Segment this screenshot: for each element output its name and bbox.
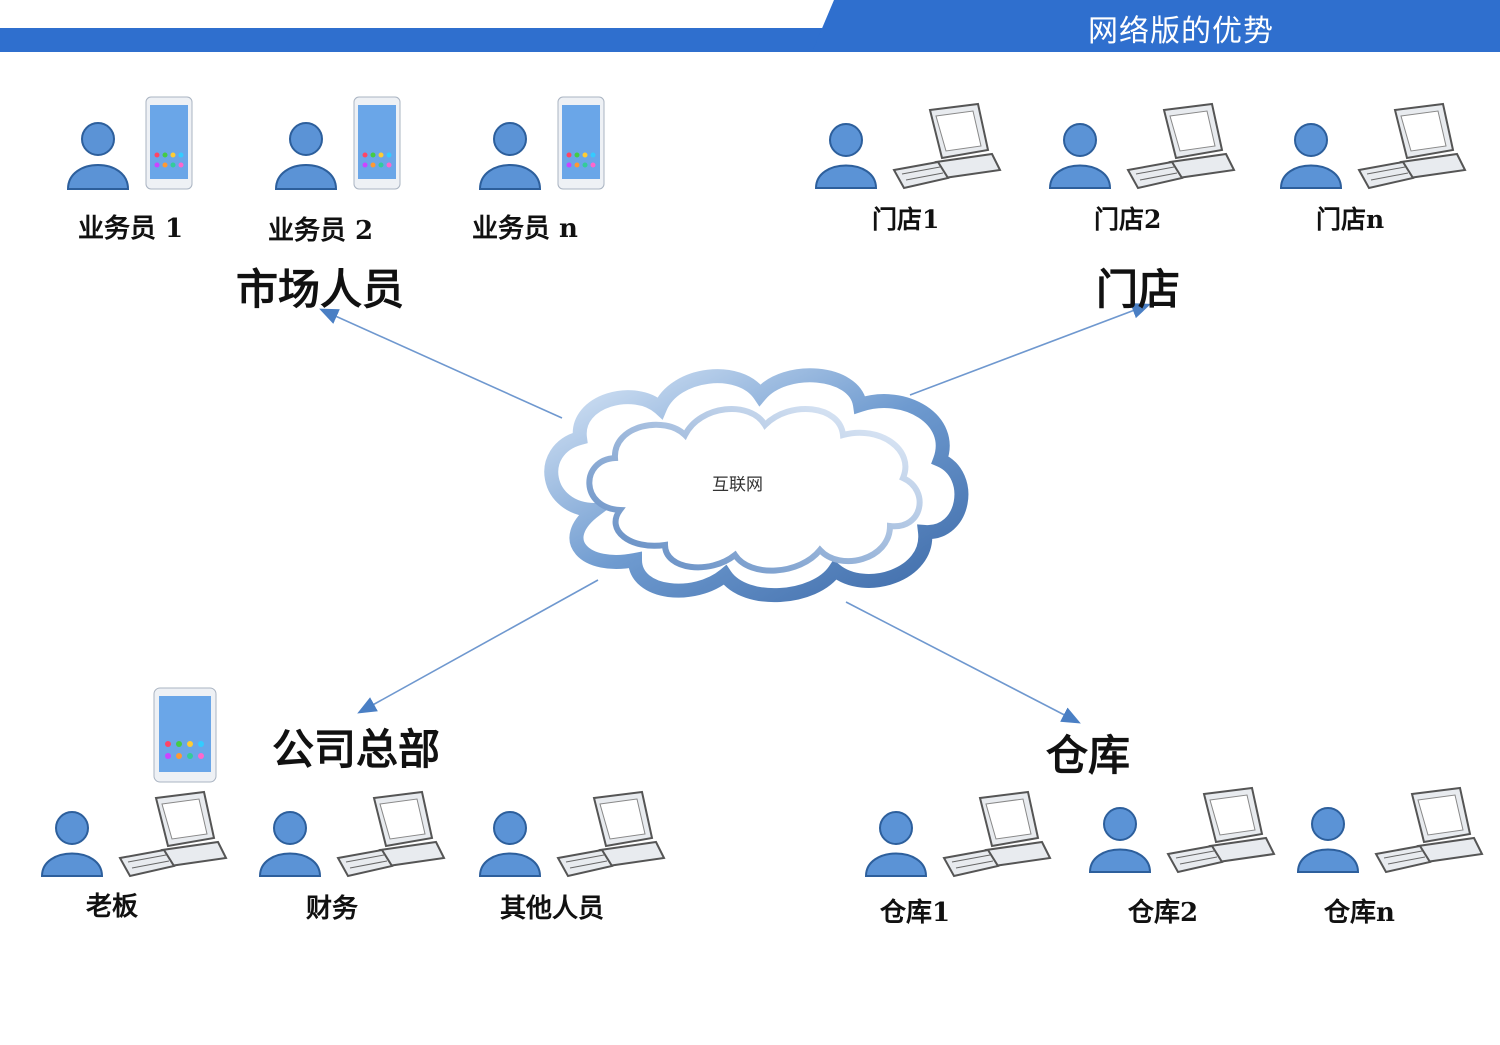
warehouse-n-label: 仓库n	[1324, 898, 1395, 928]
salesperson-1-label: 业务员 1	[78, 214, 184, 244]
arrow-to-hq	[357, 579, 599, 714]
hq-computer-node	[40, 790, 228, 878]
internet-cloud-icon	[544, 368, 969, 602]
desktop-computer-icon	[1374, 786, 1484, 874]
store-n-label: 门店n	[1316, 205, 1385, 234]
salesperson-2-label: 业务员 2	[268, 216, 374, 246]
hq-computer-node	[258, 790, 446, 878]
user-icon	[478, 122, 542, 190]
desktop-computer-icon	[118, 790, 228, 878]
desktop-computer-icon	[556, 790, 666, 878]
hq-computer-node	[478, 790, 666, 878]
salesperson-phone-node	[66, 96, 193, 190]
arrow-to-stores	[909, 303, 1151, 396]
warehouse-computer-node	[1296, 786, 1484, 874]
arrow-to-market	[319, 308, 563, 419]
desktop-computer-icon	[892, 102, 1002, 190]
user-icon	[40, 811, 104, 877]
user-icon	[814, 123, 878, 189]
store-2-label: 门店2	[1094, 205, 1162, 234]
store-computer-node	[1279, 102, 1467, 190]
salesperson-phone-node	[478, 96, 605, 190]
arrow-to-warehouse	[845, 601, 1081, 724]
desktop-computer-icon	[1166, 786, 1276, 874]
store-1-label: 门店1	[872, 205, 940, 234]
boss-label: 老板	[86, 892, 139, 922]
user-icon	[274, 122, 338, 190]
internet-label: 互联网	[712, 475, 763, 495]
salesperson-n-label: 业务员 n	[472, 214, 578, 244]
salesperson-phone-node	[274, 96, 401, 190]
desktop-computer-icon	[942, 790, 1052, 878]
other-staff-label: 其他人员	[500, 894, 605, 924]
desktop-computer-icon	[336, 790, 446, 878]
desktop-computer-icon	[1357, 102, 1467, 190]
user-icon	[258, 811, 322, 877]
warehouse-1-label: 仓库1	[880, 898, 951, 928]
page-title: 网络版的优势	[1088, 14, 1274, 49]
user-icon	[478, 811, 542, 877]
store-computer-node	[814, 102, 1002, 190]
smartphone-icon	[153, 687, 217, 783]
user-icon	[66, 122, 130, 190]
smartphone-icon	[353, 96, 401, 190]
warehouse-computer-node	[864, 790, 1052, 878]
user-icon	[1048, 123, 1112, 189]
warehouse-2-label: 仓库2	[1128, 898, 1199, 928]
stores-group-title: 门店	[1096, 265, 1181, 314]
hq-group-title: 公司总部	[272, 725, 441, 774]
smartphone-icon	[145, 96, 193, 190]
finance-label: 财务	[306, 894, 359, 924]
desktop-computer-icon	[1126, 102, 1236, 190]
user-icon	[1296, 807, 1360, 873]
market-group-title: 市场人员	[236, 265, 405, 314]
warehouse-group-title: 仓库	[1046, 731, 1131, 780]
user-icon	[1088, 807, 1152, 873]
header-tab	[812, 0, 1500, 52]
user-icon	[864, 811, 928, 877]
user-icon	[1279, 123, 1343, 189]
store-computer-node	[1048, 102, 1236, 190]
warehouse-computer-node	[1088, 786, 1276, 874]
smartphone-icon	[557, 96, 605, 190]
